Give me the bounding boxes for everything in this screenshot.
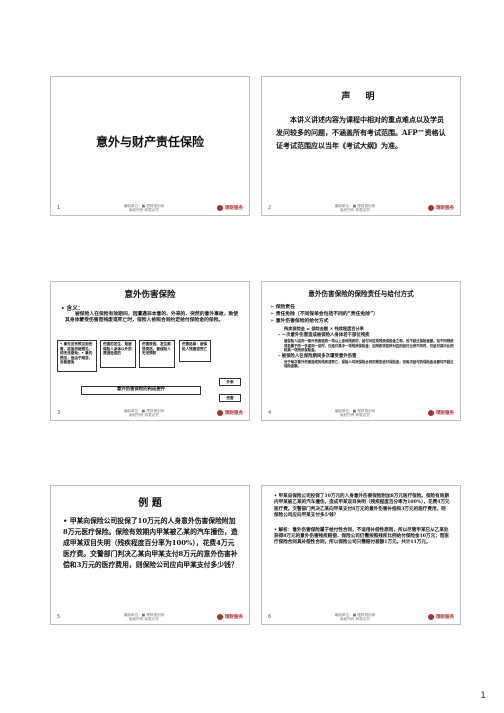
logo-icon [216, 614, 223, 620]
declaration-body: 本讲义讲述内容为课程中相对的重点难点以及学员发问较多的问题，不涵盖所有考试范围。… [276, 115, 446, 150]
example-question: • 甲某向保险公司投保了10万元的人身意外伤害保险附加8万元医疗保险。保险有效期… [63, 517, 238, 569]
element-box-result: 伤害结果：被保险人残废或死亡 [179, 340, 211, 362]
definition-bullet: • 含义： [61, 306, 84, 312]
slide-title: 意外与财产责任保险 [95, 135, 204, 149]
slide-footer: 2 编制单位：■ 理财规划师版权所有 转载必究 理财服务 [262, 201, 460, 215]
slide-footer: 4 编制单位：■ 理财规划师版权所有 转载必究 理财服务 [262, 406, 460, 420]
copyright-text: 编制单位：■ 理财规划师版权所有 转载必究 [123, 203, 165, 212]
slide-footer: 5 编制单位：■ 理财规划师版权所有 转载必究 理财服务 [51, 610, 249, 624]
slide-footer: 3 编制单位：■ 理财规划师版权所有 转载必究 理财服务 [51, 406, 249, 420]
slide-4: 意外伤害保险的保险责任与给付方式 ➢ 保险责任 ➢ 责任免除（不同保单会包括不同… [261, 281, 461, 421]
slide-5: 例 题 • 甲某向保险公司投保了10万元的人身意外伤害保险附加8万元医疗保险。保… [50, 485, 250, 625]
slide-title: 意外伤害保险的保险责任与给付方式 [308, 290, 414, 298]
sub-detail-multiple-accidents: 对于每次意外伤害造成的残疾或死亡，保险人均按保险合同的规定给付保险金，但每次给付… [284, 359, 454, 369]
slide-number: 6 [268, 614, 272, 620]
logo: 理财服务 [216, 410, 243, 416]
slide-6: • 甲某向保险公司投保了10万元的人身意外伤害保险附加8万元医疗保险。保险有效期… [261, 485, 461, 625]
answer-body: • 甲某向保险公司投保了10万元的人身意外伤害保险附加8万元医疗保险。保险有效期… [274, 494, 450, 547]
label-external: 外来 [219, 378, 241, 386]
logo-icon [216, 205, 223, 211]
logo: 理财服务 [427, 205, 454, 211]
logo-icon [427, 205, 434, 211]
logo: 理财服务 [427, 614, 454, 620]
question-text: • 甲某向保险公司投保了10万元的人身意外伤害保险附加8万元医疗保险。保险有效期… [274, 494, 450, 519]
element-box-sudden: 伤害原因、发生都很突然，被保险人无法预防 [139, 340, 175, 368]
slide-number: 3 [57, 410, 61, 416]
logo: 理财服务 [216, 614, 243, 620]
definition-text: 被保险人在保险有效期间，因遭遇非本意的、外来的、突然的意外事故，致使其身体蒙受伤… [65, 312, 239, 324]
logo: 理财服务 [216, 205, 243, 211]
sub-heading-multiple-parts: – 一次意外伤害造成被保险人身体若干部位残疾 [278, 333, 370, 338]
slide-number: 4 [268, 410, 272, 416]
copyright-text: 编制单位：■ 理财规划师版权所有 转载必究 [334, 203, 376, 212]
answer-text: • 解析：意外伤害保险属于给付性合同，不适用补偿性原则，所以尽管甲某已从乙某处获… [274, 527, 449, 546]
slide-title: 声 明 [341, 92, 381, 102]
copyright-text: 编制单位：■ 理财规划师版权所有 转载必究 [334, 612, 376, 621]
copyright-text: 编制单位：■ 理财规划师版权所有 转载必究 [334, 408, 376, 417]
logo: 理财服务 [427, 410, 454, 416]
slide-3: 意外伤害保险 • 含义： 被保险人在保险有效期间，因遭遇非本意的、外来的、突然的… [50, 281, 250, 421]
logo-icon [427, 614, 434, 620]
item-exclusion: ➢ 责任免除（不同保单会包括不同的“责任免除”） [270, 312, 378, 317]
logo-icon [427, 410, 434, 416]
slide-footer: 6 编制单位：■ 理财规划师版权所有 转载必究 理财服务 [262, 610, 460, 624]
page-number: 1 [480, 691, 486, 701]
slide-title: 例 题 [138, 498, 162, 509]
slide-2: 声 明 本讲义讲述内容为课程中相对的重点难点以及学员发问较多的问题，不涵盖所有考… [261, 76, 461, 216]
slide-1: 意外与财产责任保险 1 编制单位：■ 理财规划师版权所有 转载必究 理财服务 [50, 76, 250, 216]
sub-detail-multiple-parts: 被保险人因同一意外伤害造成一项以上身体残疾时，给付对应项残疾保险金之和，但不超过… [284, 339, 454, 353]
label-injury: 伤害 [219, 394, 241, 402]
slide-number: 2 [268, 205, 272, 211]
slide-title: 意外伤害保险 [124, 290, 176, 300]
element-box-unforeseen: • 事先没有预见到伤害，或虽然能预见，却无法避免；• 事先预见，但由于疏忽，没能… [57, 340, 97, 372]
copyright-text: 编制单位：■ 理财规划师版权所有 转载必究 [123, 612, 165, 621]
element-box-external: 伤害的发生，是被保险人身体以外的原因造成的 [100, 340, 136, 368]
copyright-text: 编制单位：■ 理财规划师版权所有 转载必究 [123, 408, 165, 417]
components-caption: 意外伤害保险的构成要件 [81, 386, 201, 395]
sub-heading-multiple-accidents: – 被保险人在保险期间多次遭受意外伤害 [278, 353, 357, 359]
slide-number: 1 [57, 205, 61, 211]
formula: 残疾保险金 = 保险金额 × 残疾程度百分率 [284, 326, 364, 331]
slide-footer: 1 编制单位：■ 理财规划师版权所有 转载必究 理财服务 [51, 201, 249, 215]
slide-number: 5 [57, 614, 61, 620]
item-liability: ➢ 保险责任 [270, 305, 295, 310]
item-payment-method: ➢ 意外伤害保险的给付方式 [270, 319, 329, 324]
logo-icon [216, 410, 223, 416]
